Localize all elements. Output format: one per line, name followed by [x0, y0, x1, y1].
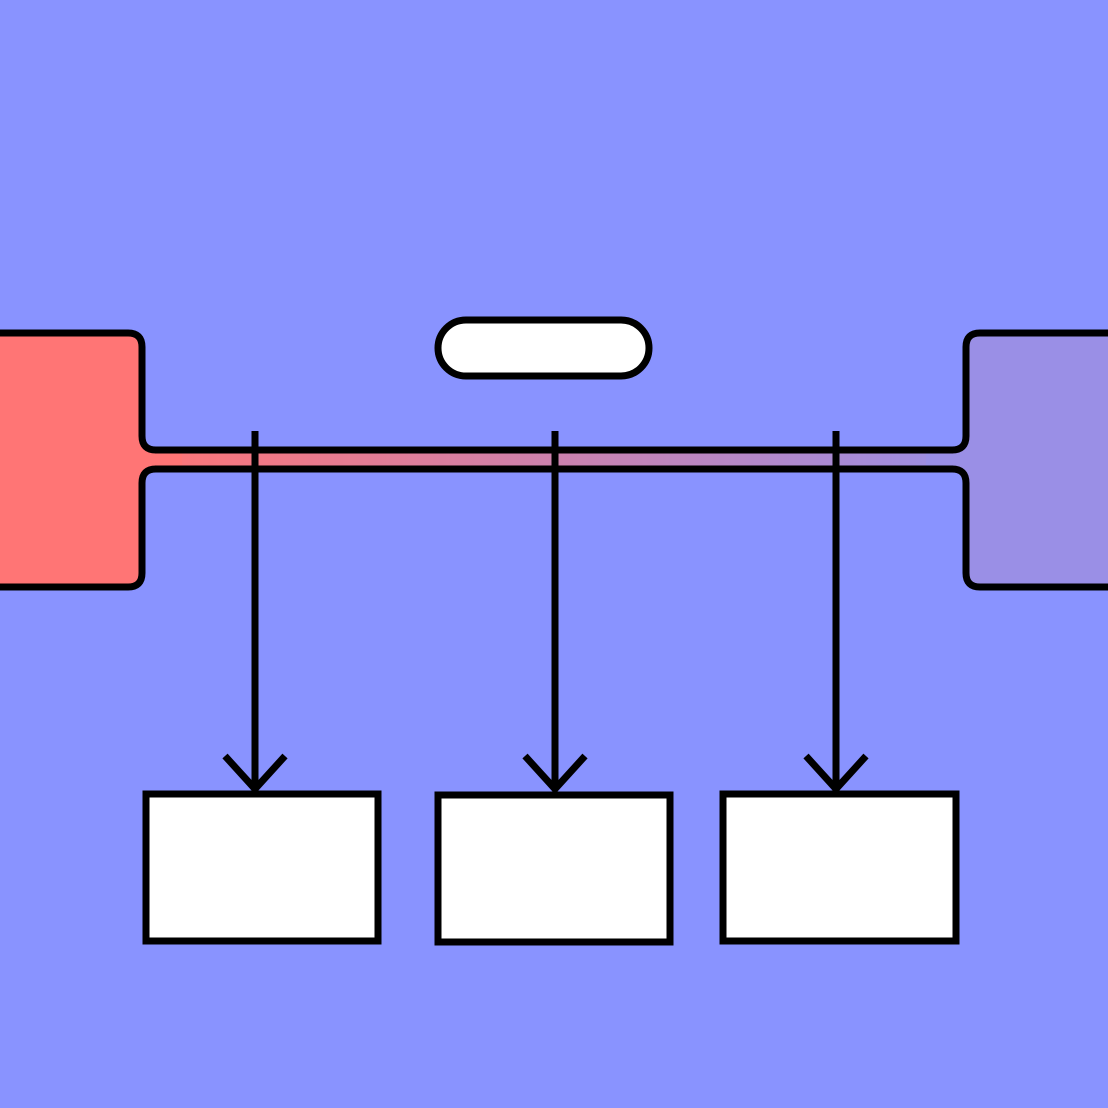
output-box-1	[142, 790, 382, 945]
arrow-1	[222, 431, 288, 795]
arrow-3	[803, 431, 869, 795]
source-node-outline	[0, 329, 157, 591]
output-box-3	[719, 790, 960, 945]
top-pill	[434, 316, 653, 380]
output-box-2	[434, 791, 674, 946]
target-node-outline	[951, 329, 1108, 591]
source-node	[0, 333, 182, 587]
arrow-2	[522, 431, 588, 795]
target-node	[926, 333, 1108, 587]
